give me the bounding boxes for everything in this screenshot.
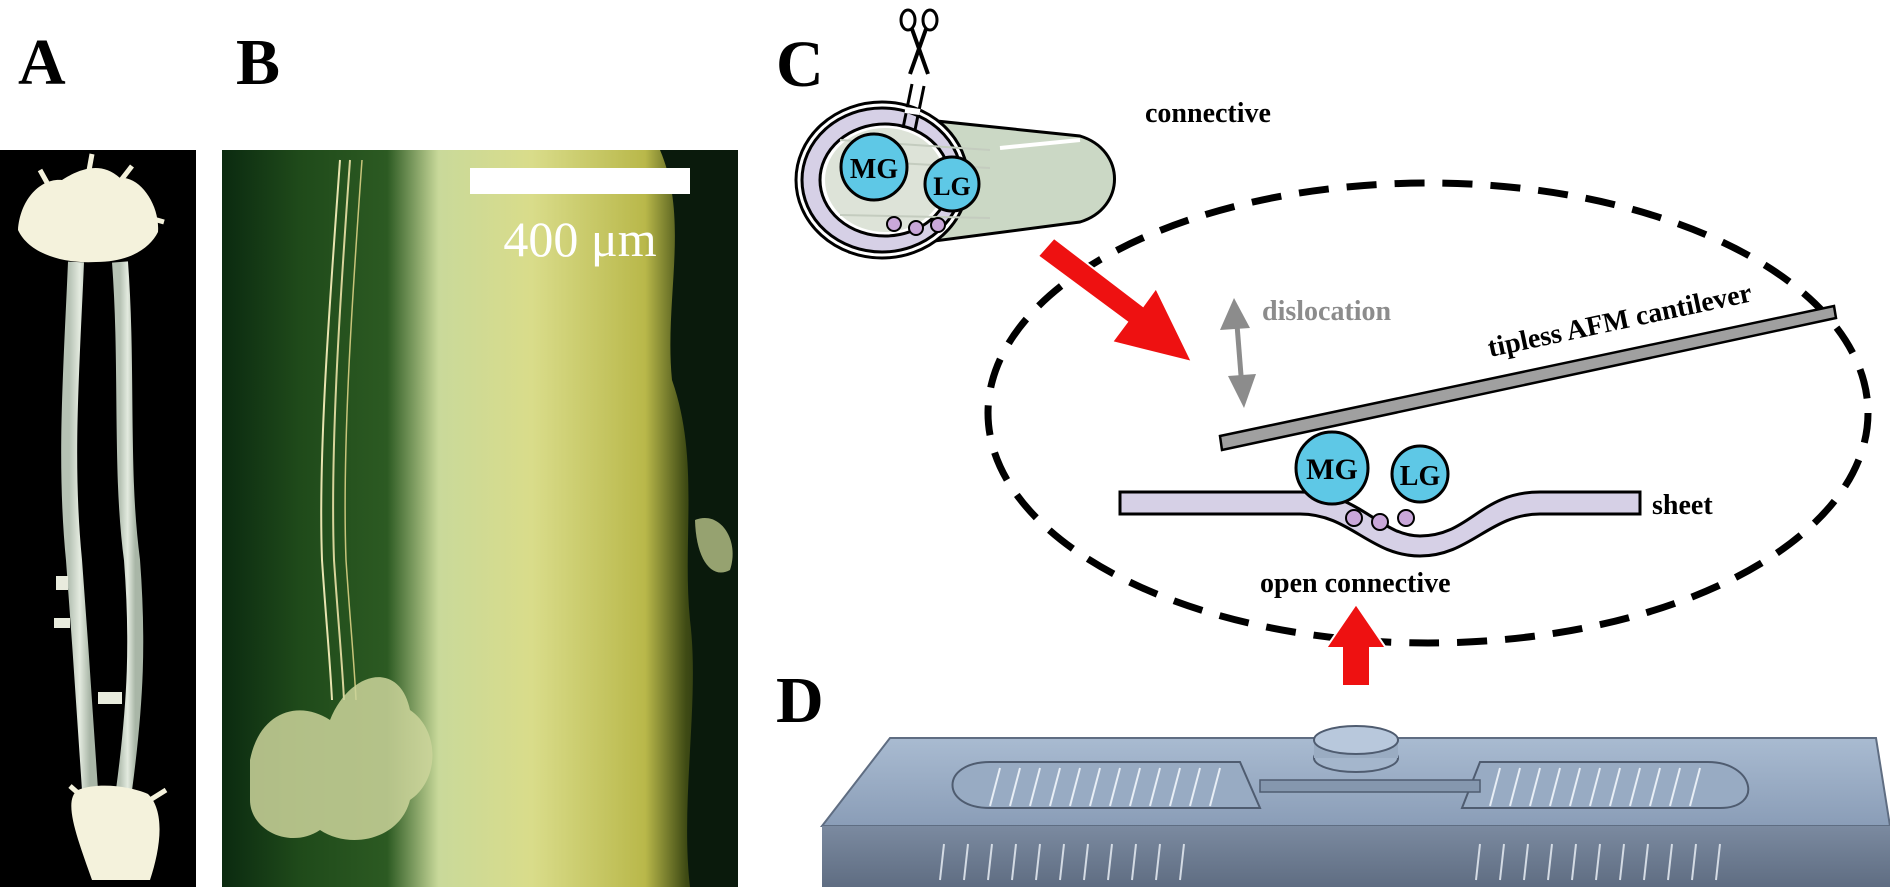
lg-fiber-open <box>1390 444 1450 504</box>
device-right-chamber <box>1460 761 1750 809</box>
panel-label-d: D <box>776 664 824 737</box>
lg-label: LG <box>933 172 971 201</box>
device-left-chamber <box>951 761 1262 809</box>
scale-bar <box>470 168 690 194</box>
device-central-well <box>1313 725 1399 755</box>
mg-label-open: MG <box>1306 453 1358 486</box>
device-front <box>822 826 1890 887</box>
connective-label: connective <box>1145 98 1271 129</box>
lg-label-open: LG <box>1400 461 1441 492</box>
mg-fiber <box>839 132 909 202</box>
panel-label-a: A <box>18 26 66 99</box>
afm-cantilever <box>1218 304 1838 452</box>
lg-fiber <box>923 155 981 213</box>
red-arrow-up <box>1324 602 1388 687</box>
dislocation-label: dislocation <box>1262 296 1392 327</box>
scissors-icon <box>899 8 939 75</box>
panel-c-schematic: MG LG connective dislocation tipless <box>794 8 1872 647</box>
panel-a-photo <box>0 150 196 887</box>
panel-label-b: B <box>236 26 281 99</box>
scale-bar-label: 400 μm <box>503 211 656 267</box>
mg-fiber-open <box>1294 430 1370 506</box>
panel-label-c: C <box>776 28 824 101</box>
mg-label: MG <box>850 154 898 185</box>
panel-b-micrograph: 400 μm <box>222 150 738 887</box>
red-arrow-diagonal <box>1036 236 1194 364</box>
panel-d-device <box>819 602 1890 887</box>
sheet-label: sheet <box>1652 490 1713 521</box>
zoom-ellipse <box>984 179 1872 647</box>
dislocation-arrow <box>1220 298 1256 408</box>
open-connective-label: open connective <box>1260 568 1451 599</box>
